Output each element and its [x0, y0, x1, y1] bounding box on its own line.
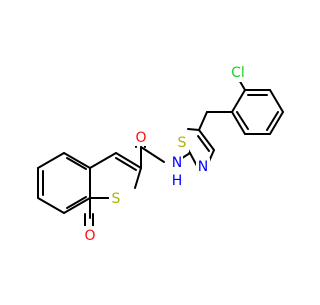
bond: [236, 111, 249, 130]
bond: [115, 152, 142, 169]
bond: [66, 157, 87, 170]
ketone-oxygen-label: O: [84, 228, 95, 244]
bond: [198, 111, 208, 131]
bond: [231, 89, 246, 113]
amide-oxygen-label: O: [135, 130, 146, 146]
label-background: [83, 226, 97, 244]
ring-sulfur-label: S: [112, 191, 121, 207]
bond: [63, 152, 91, 169]
bond: [269, 111, 284, 135]
thiazole-nitrogen-label: N: [198, 159, 208, 175]
label-background: [109, 190, 123, 208]
label-background: [225, 62, 251, 82]
label-background: [175, 134, 189, 152]
bond: [66, 196, 87, 209]
bond: [187, 128, 200, 131]
chlorine-label: Cl: [231, 65, 245, 81]
molecule-canvas: Cl O N H S N S O: [37, 62, 284, 244]
label-background: [196, 158, 210, 174]
atom-labels: Cl O N H S N S O: [83, 62, 251, 244]
thiazole-sulfur-label: S: [178, 135, 187, 151]
bond: [269, 89, 284, 113]
bond: [231, 111, 246, 135]
bond: [266, 111, 279, 131]
bond: [63, 197, 91, 214]
bond: [37, 152, 65, 169]
bond: [37, 197, 65, 214]
label-background: [171, 155, 183, 169]
bond: [134, 167, 142, 189]
bond: [115, 157, 137, 171]
structure-diagram: Cl O N H S N S O: [37, 62, 284, 244]
bond: [198, 129, 215, 151]
bond-lines-main: [37, 77, 284, 232]
bond: [89, 152, 117, 169]
bond: [197, 135, 210, 152]
amide-hydrogen-label: H: [172, 173, 183, 189]
bond: [189, 152, 198, 167]
amide-nitrogen-label: N: [172, 155, 182, 171]
label-background: [134, 128, 148, 146]
bond: [140, 146, 165, 163]
